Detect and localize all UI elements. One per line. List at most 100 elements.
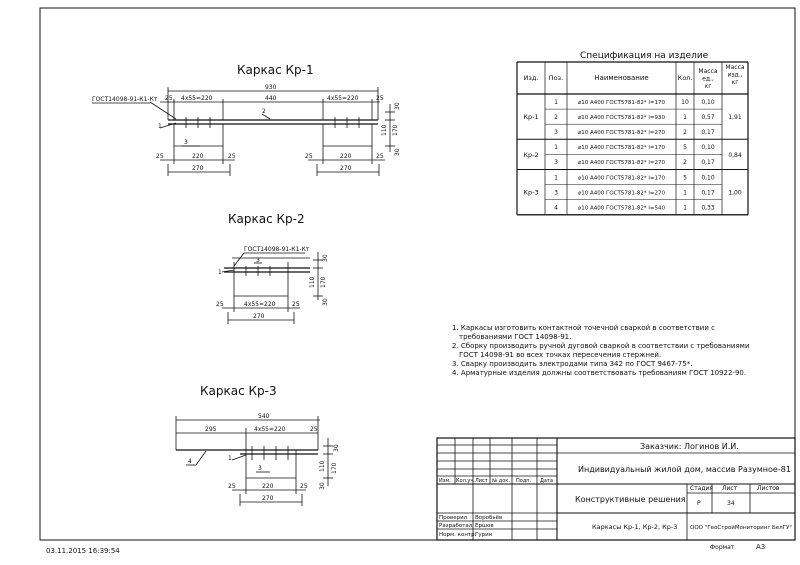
spec-row-qty: 10 xyxy=(681,99,689,106)
kr3-dim-25-left: 25 xyxy=(228,483,236,490)
sheet-border xyxy=(39,7,796,541)
kr3-dim-295: 295 xyxy=(205,426,217,433)
kr2-dim-25-left: 25 xyxy=(216,301,224,308)
note-line-4: ГОСТ 14098-91 во всех точках пересечения… xyxy=(459,351,661,359)
kr1-dim-440: 440 xyxy=(265,95,277,102)
kr2-dim-30-top: 30 xyxy=(322,254,329,262)
spec-row-qty: 2 xyxy=(683,129,687,136)
tb-sheet-header: Лист xyxy=(722,485,738,492)
spec-row-mass: 0,10 xyxy=(701,144,715,151)
title-block xyxy=(436,437,796,541)
spec-header-name: Наименование xyxy=(594,74,648,82)
spec-row-pos: 4 xyxy=(554,204,558,211)
kr3-dim-25-top: 25 xyxy=(310,426,318,433)
kr3-dim-540: 540 xyxy=(258,413,270,420)
tb-name-1: Воробьёв xyxy=(475,515,502,521)
kr1-dim-25-right: 25 xyxy=(376,95,384,102)
spec-group-item: Кр-1 xyxy=(523,113,538,121)
spec-group-item: Кр-3 xyxy=(523,189,538,197)
spec-row-qty: 5 xyxy=(683,144,687,151)
spec-row-pos: 1 xyxy=(554,144,558,151)
spec-row-mass: 0,57 xyxy=(701,114,715,121)
spec-header-item: Изд. xyxy=(524,74,539,82)
tb-stage-header: Стадия xyxy=(690,485,713,492)
frame-kr1: Каркас Кр-1 930 25 4x55=220 440 4x55=220… xyxy=(92,63,401,176)
tb-format-label: Формат xyxy=(710,544,735,551)
spec-row-mass: 0,17 xyxy=(701,159,715,166)
tb-rev-izm: Изм. xyxy=(439,478,451,484)
tb-role-1: Проверил xyxy=(439,515,468,521)
kr1-dim-b25-4: 25 xyxy=(376,153,384,160)
spec-row-pos: 2 xyxy=(554,114,558,121)
spec-row-name: ⌀10 А400 ГОСТ5781-82* l=270 xyxy=(578,190,666,196)
tb-rev-list: Лист xyxy=(475,478,488,484)
kr2-dim-25-right: 25 xyxy=(292,301,300,308)
kr2-dim-4x55: 4x55=220 xyxy=(244,301,276,308)
kr1-gost-label: ГОСТ14098-91-К1-Кт xyxy=(92,96,158,103)
spec-row-pos: 1 xyxy=(554,99,558,106)
spec-row-pos: 1 xyxy=(554,174,558,181)
spec-row-pos: 3 xyxy=(554,129,558,136)
kr1-pos2-label: 2 xyxy=(262,108,266,115)
kr3-dim-4x55: 4x55=220 xyxy=(254,426,286,433)
kr1-dim-25-left: 25 xyxy=(165,95,173,102)
spec-title: Спецификация на изделие xyxy=(580,51,709,61)
kr1-dim-170: 170 xyxy=(392,124,399,136)
kr3-dim-25-right: 25 xyxy=(300,483,308,490)
spec-row-pos: 3 xyxy=(554,159,558,166)
note-line-1: 1. Каркасы изготовить контактной точечно… xyxy=(452,324,715,332)
kr1-pos1-label: 1 xyxy=(158,123,162,130)
spec-row-qty: 1 xyxy=(683,189,687,196)
tb-rev-kol: Кол.уч. xyxy=(456,478,475,484)
spec-group-total: 0,84 xyxy=(728,152,742,159)
kr3-pos4-label: 4 xyxy=(188,458,192,465)
spec-row-name: ⌀10 А400 ГОСТ5781-82* l=540 xyxy=(578,205,666,211)
note-line-2: требованиями ГОСТ 14098-91. xyxy=(459,333,571,341)
spec-row-name: ⌀10 А400 ГОСТ5781-82* l=270 xyxy=(578,130,666,136)
kr3-dim-30-bottom: 30 xyxy=(319,482,326,490)
spec-row-name: ⌀10 А400 ГОСТ5781-82* l=170 xyxy=(578,100,666,106)
kr3-dim-270: 270 xyxy=(262,495,274,502)
kr2-pos1-label: 1 xyxy=(218,269,222,276)
spec-header-qty: Кол. xyxy=(678,74,693,82)
tb-sheet: 34 xyxy=(727,500,735,507)
spec-header-pos: Поз. xyxy=(549,74,563,82)
tb-rev-podp: Подп. xyxy=(516,478,532,484)
spec-row-pos: 3 xyxy=(554,189,558,196)
print-timestamp: 03.11.2015 16:39:54 xyxy=(46,547,120,555)
kr1-dim-4x55-right: 4x55=220 xyxy=(327,95,359,102)
frame-kr3-title: Каркас Кр-3 xyxy=(200,384,277,398)
tb-name-2: Ершов xyxy=(475,523,494,529)
tb-format: А3 xyxy=(756,543,765,551)
kr2-dim-30-bottom: 30 xyxy=(322,298,329,306)
kr3-pos3-label: 3 xyxy=(258,465,262,472)
spec-row-qty: 2 xyxy=(683,159,687,166)
kr1-dim-4x55-left: 4x55=220 xyxy=(181,95,213,102)
kr3-dim-110: 110 xyxy=(319,460,326,472)
spec-row-mass: 0,17 xyxy=(701,189,715,196)
spec-group-item: Кр-2 xyxy=(523,151,538,159)
tb-customer: Заказчик: Логинов И.И. xyxy=(640,442,739,451)
frame-kr2: Каркас Кр-2 ГОСТ14098-91-К1-Кт 1 3 30 11… xyxy=(216,212,329,324)
kr1-dim-930: 930 xyxy=(265,84,277,91)
kr2-gost-label: ГОСТ14098-91-К1-Кт xyxy=(244,246,310,253)
general-notes: 1. Каркасы изготовить контактной точечно… xyxy=(452,324,750,377)
kr1-dim-b270-1: 270 xyxy=(192,165,204,172)
tb-rev-date: Дата xyxy=(540,478,553,484)
kr1-dim-b220-1: 220 xyxy=(192,153,204,160)
note-line-6: 4. Арматурные изделия должны соответство… xyxy=(452,369,746,377)
kr1-dim-30-bottom: 30 xyxy=(394,148,401,156)
tb-role-2: Разработал xyxy=(439,523,473,529)
tb-organization: ООО "ГеоСтройМониторинг БелГУ" xyxy=(690,524,792,531)
frame-kr3: Каркас Кр-3 540 295 4x55=220 25 4 1 3 xyxy=(175,384,340,506)
kr1-dim-b25-1: 25 xyxy=(156,153,164,160)
spec-row-qty: 5 xyxy=(683,174,687,181)
tb-sheet-title: Каркасы Кр-1, Кр-2, Кр-3 xyxy=(592,523,677,531)
tb-section: Конструктивные решения xyxy=(575,495,686,504)
frame-kr1-title: Каркас Кр-1 xyxy=(237,63,314,77)
spec-row-qty: 1 xyxy=(683,114,687,121)
tb-role-3: Норм. контр. xyxy=(439,532,477,538)
tb-rev-doc: № док. xyxy=(492,478,510,484)
